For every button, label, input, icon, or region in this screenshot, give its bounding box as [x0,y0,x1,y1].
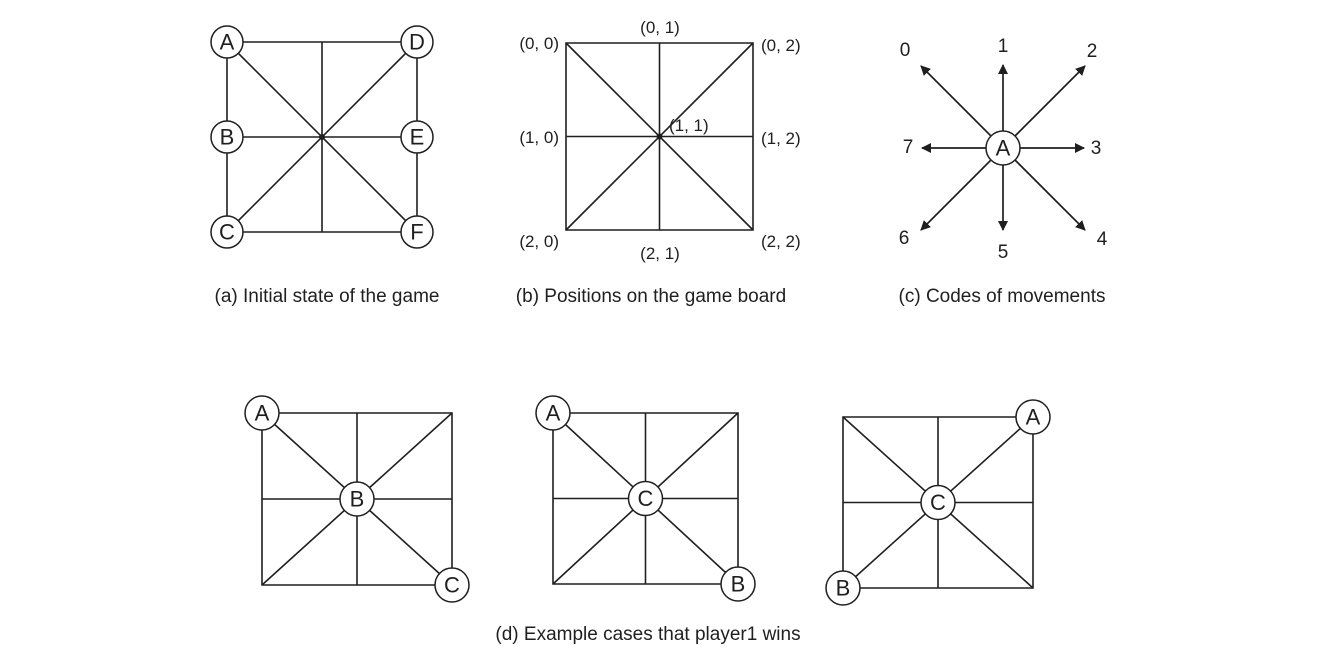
piece-label: C [219,220,235,245]
piece-bottom-right: B [720,566,756,602]
piece-label: F [410,220,423,245]
coord-label-1-0: (1, 0) [519,128,559,147]
piece-b: B [210,120,244,154]
code-label-1: 1 [998,36,1009,57]
piece-circle-icon [400,215,434,249]
panel-b-positions: (0, 0) (0, 1) (0, 2) (1, 0) (1, 1) (1, 2… [516,18,801,307]
piece-label: B [350,487,365,512]
coord-label-0-0: (0, 0) [519,34,559,53]
piece-label: B [731,572,746,597]
piece-circle-icon [400,25,434,59]
code-label-3: 3 [1091,138,1102,159]
piece-bottom-left: B [825,570,861,606]
piece-top-left: A [535,395,571,431]
piece-c: C [210,215,244,249]
board-grid-b [565,42,754,231]
piece-label: C [444,573,460,598]
piece-label: A [255,401,270,426]
code-label-5: 5 [998,242,1009,263]
coord-label-0-2: (0, 2) [761,36,801,55]
arrow-down-left-icon [920,159,992,231]
piece-label: A [546,401,561,426]
panel-c-caption: (c) Codes of movements [899,286,1106,307]
piece-circle-icon [627,480,664,517]
piece-circle-icon [210,215,244,249]
arrow-down-right-icon [1014,159,1086,231]
piece-center: C [920,484,956,521]
piece-d: D [400,25,434,59]
panel-c-movement-codes: A 0 1 2 3 4 5 6 7 (c) Codes of movements [899,36,1108,307]
code-label-2: 2 [1087,41,1098,62]
piece-circle-icon [1015,399,1051,435]
piece-label: B [836,576,851,601]
coord-label-2-1: (2, 1) [640,244,680,263]
piece-center: B [339,481,375,517]
piece-a: A [210,25,244,59]
piece-circle-icon [339,481,375,517]
piece-circle-icon [985,130,1021,166]
panel-d-caption: (d) Example cases that player1 wins [495,624,800,645]
piece-top-left: A [244,395,280,431]
piece-circle-icon [210,120,244,154]
panel-a-initial-state: A D B E C F (a) Initial state of the gam… [210,25,440,307]
piece-e: E [400,120,434,154]
code-label-6: 6 [899,228,910,249]
piece-circle-icon [825,570,861,606]
piece-f: F [400,215,434,249]
board-center-dot [319,134,325,140]
panel-a-caption: (a) Initial state of the game [215,286,440,307]
piece-circle-icon [720,566,756,602]
coord-label-1-1: (1, 1) [669,116,709,135]
piece-circle-icon [535,395,571,431]
board-center-dot [656,133,663,140]
piece-label: E [410,125,425,150]
code-label-7: 7 [903,137,914,158]
piece-circle-icon [434,567,470,603]
code-label-4: 4 [1097,229,1108,250]
panel-b-caption: (b) Positions on the game board [516,286,786,307]
piece-label: A [220,30,235,55]
code-label-0: 0 [900,40,911,61]
coord-label-0-1: (0, 1) [640,18,680,37]
coord-label-2-0: (2, 0) [519,232,559,251]
arrow-up-right-icon [1014,65,1086,137]
piece-circle-icon [244,395,280,431]
win-board-3: A C B [825,399,1051,606]
piece-label: B [220,125,235,150]
piece-label: A [1026,405,1041,430]
piece-bottom-right: C [434,567,470,603]
piece-top-right: A [1015,399,1051,435]
piece-label: C [638,486,654,511]
arrow-up-left-icon [920,65,992,137]
piece-label: A [996,136,1011,161]
win-board-1: A B C [244,395,470,603]
piece-label: C [930,490,946,515]
piece-label: D [409,30,425,55]
coord-label-2-2: (2, 2) [761,232,801,251]
coord-label-1-2: (1, 2) [761,129,801,148]
piece-circle-icon [920,484,956,521]
piece-circle-icon [210,25,244,59]
board-grid-a [226,41,418,233]
piece-center: C [627,480,664,517]
piece-a-center: A [985,130,1021,166]
panel-d-winning-examples: A B C A C [244,395,1051,645]
piece-circle-icon [400,120,434,154]
win-board-2: A C B [535,395,756,602]
